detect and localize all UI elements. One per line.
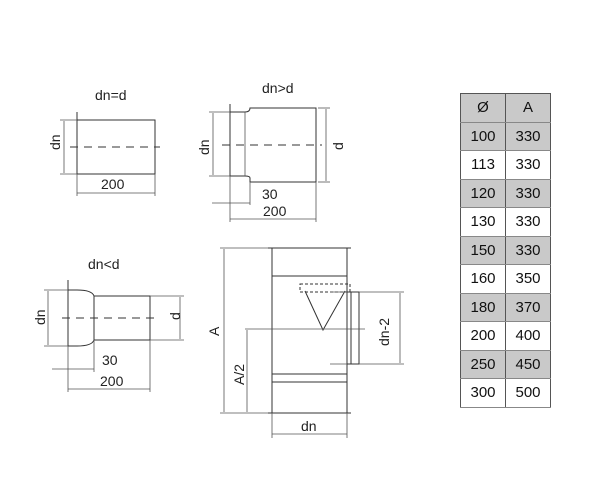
tee-half-label: A/2 xyxy=(231,364,247,385)
cell-a: 330 xyxy=(505,207,551,237)
view-equal-title: dn=d xyxy=(95,87,127,103)
tee-width-label: dn xyxy=(301,418,317,434)
cell-a: 330 xyxy=(505,150,551,180)
cell-a: 330 xyxy=(505,122,551,151)
cell-a: 450 xyxy=(505,350,551,379)
cell-a: 500 xyxy=(505,378,551,408)
cell-a: 330 xyxy=(505,179,551,208)
view-tee: A A/2 dn-2 dn xyxy=(206,247,404,438)
tee-main-pipe xyxy=(271,247,348,414)
table-header-row: Ø A xyxy=(460,93,551,123)
cell-diameter: 200 xyxy=(460,321,506,351)
header-diameter: Ø xyxy=(460,93,506,123)
view-greater: dn>d dn d 30 200 xyxy=(196,80,346,222)
view-greater-dn-label: dn xyxy=(196,139,212,155)
cell-a: 350 xyxy=(505,264,551,294)
view-less-dn-label: dn xyxy=(32,309,48,325)
tee-branch-label: dn-2 xyxy=(376,318,392,346)
cell-a: 400 xyxy=(505,321,551,351)
cell-a: 330 xyxy=(505,236,551,265)
view-less-length-label: 200 xyxy=(100,373,124,389)
view-equal-dn-label: dn xyxy=(47,134,63,150)
pipe-greater xyxy=(229,107,317,183)
view-less-d-label: d xyxy=(167,312,183,320)
cell-diameter: 150 xyxy=(460,236,506,265)
view-less-title: dn<d xyxy=(88,256,120,272)
view-less: dn<d dn d 30 200 xyxy=(32,256,184,392)
cell-diameter: 160 xyxy=(460,264,506,294)
view-greater-length-label: 200 xyxy=(263,203,287,219)
cell-diameter: 300 xyxy=(460,378,506,408)
tee-branch xyxy=(346,291,360,365)
cell-diameter: 120 xyxy=(460,179,506,208)
cell-diameter: 113 xyxy=(460,150,506,180)
tee-height-label: A xyxy=(206,326,222,336)
cell-diameter: 250 xyxy=(460,350,506,379)
view-equal: dn=d dn 200 xyxy=(47,87,160,196)
view-greater-d-label: d xyxy=(330,142,346,150)
cell-diameter: 180 xyxy=(460,293,506,322)
view-greater-title: dn>d xyxy=(262,80,294,96)
cell-diameter: 100 xyxy=(460,122,506,151)
header-a: A xyxy=(505,93,551,123)
view-less-short-label: 30 xyxy=(102,352,118,368)
view-equal-length-label: 200 xyxy=(101,176,125,192)
cell-a: 370 xyxy=(505,293,551,322)
cell-diameter: 130 xyxy=(460,207,506,237)
view-greater-short-label: 30 xyxy=(262,186,278,202)
